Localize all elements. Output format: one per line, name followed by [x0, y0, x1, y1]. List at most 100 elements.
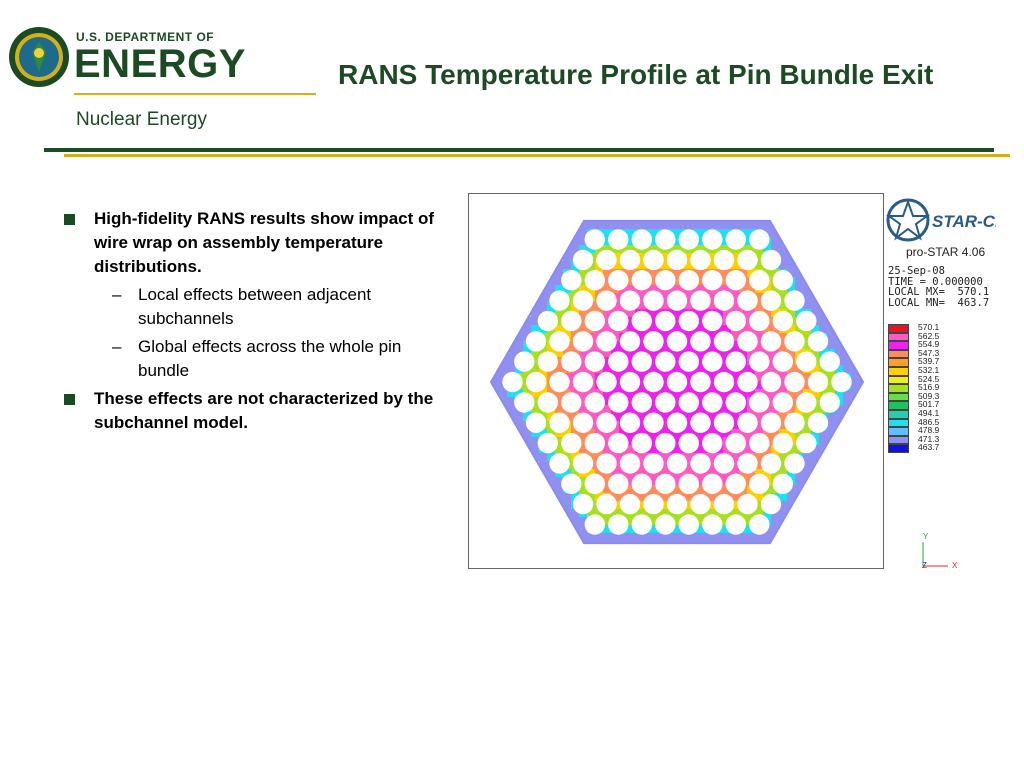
- temperature-cell: [651, 444, 660, 454]
- fuel-pin: [690, 290, 711, 311]
- legend-swatch: [888, 392, 909, 402]
- temperature-cell: [635, 428, 644, 438]
- info-local-max: LOCAL MX= 570.1: [888, 286, 990, 298]
- temperature-cell: [691, 428, 700, 438]
- temperature-cell: [787, 308, 796, 318]
- temperature-cell: [651, 268, 660, 278]
- temperature-cell: [755, 500, 764, 510]
- temperature-cell: [691, 532, 700, 542]
- fuel-pin: [561, 392, 582, 413]
- fuel-pin: [631, 514, 652, 535]
- temperature-cell: [627, 316, 636, 326]
- fuel-pin: [537, 432, 558, 454]
- temperature-cell: [579, 220, 588, 230]
- legend-value: 509.3: [918, 390, 940, 401]
- temperature-cell: [747, 268, 756, 278]
- temperature-cell: [707, 252, 716, 262]
- temperature-cell: [683, 508, 692, 518]
- fuel-pin: [608, 351, 629, 372]
- temperature-cell: [635, 220, 644, 230]
- fuel-pin: [772, 270, 793, 291]
- temperature-cell: [579, 444, 588, 454]
- temperature-cell: [731, 220, 740, 230]
- temperature-cell: [747, 532, 756, 542]
- temperature-cell: [563, 492, 572, 502]
- temperature-cell: [579, 404, 588, 414]
- fuel-pin: [584, 310, 605, 332]
- temperature-cell: [747, 540, 756, 544]
- bullet-text: High-fidelity RANS results show impact o…: [94, 209, 435, 276]
- fuel-pin: [713, 453, 735, 474]
- temperature-cell: [619, 508, 628, 518]
- temperature-cell: [667, 220, 676, 230]
- temperature-cell: [651, 228, 660, 238]
- temperature-cell: [731, 420, 740, 430]
- fuel-pin: [655, 229, 676, 250]
- fuel-pin: [690, 371, 711, 393]
- temperature-cell: [635, 300, 644, 310]
- fuel-pin: [760, 331, 782, 352]
- temperature-cell: [707, 380, 716, 390]
- temperature-cell: [747, 428, 756, 438]
- fuel-pin: [572, 453, 594, 474]
- temperature-cell: [547, 284, 556, 294]
- temperature-cell: [627, 364, 636, 374]
- temperature-cell: [611, 468, 620, 478]
- info-date: 25-Sep-08: [888, 265, 945, 277]
- temperature-cell: [659, 332, 668, 342]
- legend-value: 532.1: [918, 364, 940, 375]
- temperature-cell: [779, 500, 788, 510]
- temperature-cell: [763, 428, 772, 438]
- temperature-cell: [755, 452, 764, 462]
- fuel-pin: [643, 290, 664, 311]
- temperature-cell: [659, 300, 668, 310]
- temperature-cell: [819, 428, 828, 438]
- fuel-pin: [702, 270, 723, 291]
- fuel-pin: [737, 290, 758, 311]
- temperature-cell: [755, 492, 764, 502]
- temperature-cell: [603, 284, 612, 294]
- temperature-cell: [739, 540, 748, 544]
- fuel-pin: [608, 229, 629, 250]
- temperature-cell: [739, 364, 748, 374]
- fuel-pin: [514, 392, 535, 413]
- fuel-pin: [749, 514, 770, 535]
- temperature-cell: [659, 260, 668, 270]
- temperature-cell: [603, 324, 612, 334]
- temperature-cell: [811, 348, 820, 358]
- legend-swatch: [888, 341, 909, 350]
- fuel-pin: [807, 371, 829, 393]
- temperature-cell: [675, 524, 684, 534]
- temperature-cell: [755, 460, 764, 470]
- temperature-cell: [691, 324, 700, 334]
- temperature-cell: [531, 436, 540, 446]
- temperature-cell: [675, 268, 684, 278]
- temperature-cell: [571, 468, 580, 478]
- temperature-cell: [651, 244, 660, 254]
- temperature-cell: [763, 308, 772, 318]
- temperature-cell: [787, 468, 796, 478]
- temperature-cell: [731, 508, 740, 518]
- fuel-pin: [690, 453, 711, 474]
- dash-icon: –: [112, 285, 122, 304]
- fuel-pin: [678, 473, 699, 494]
- pin-bundle-plot: [489, 219, 865, 545]
- temperature-cell: [603, 388, 612, 398]
- fuel-pin: [666, 249, 688, 271]
- temperature-cell: [699, 404, 708, 414]
- fuel-pin: [807, 412, 829, 433]
- temperature-cell: [699, 428, 708, 438]
- temperature-cell: [755, 260, 764, 270]
- temperature-cell: [683, 468, 692, 478]
- temperature-cell: [763, 388, 772, 398]
- fuel-pin: [572, 371, 594, 393]
- temperature-cell: [579, 276, 588, 286]
- fuel-pin: [525, 412, 547, 433]
- temperature-cell: [531, 348, 540, 358]
- fuel-pin: [608, 392, 629, 413]
- temperature-cell: [675, 244, 684, 254]
- temperature-cell: [755, 540, 764, 544]
- temperature-cell: [675, 404, 684, 414]
- temperature-cell: [739, 428, 748, 438]
- temperature-cell: [771, 388, 780, 398]
